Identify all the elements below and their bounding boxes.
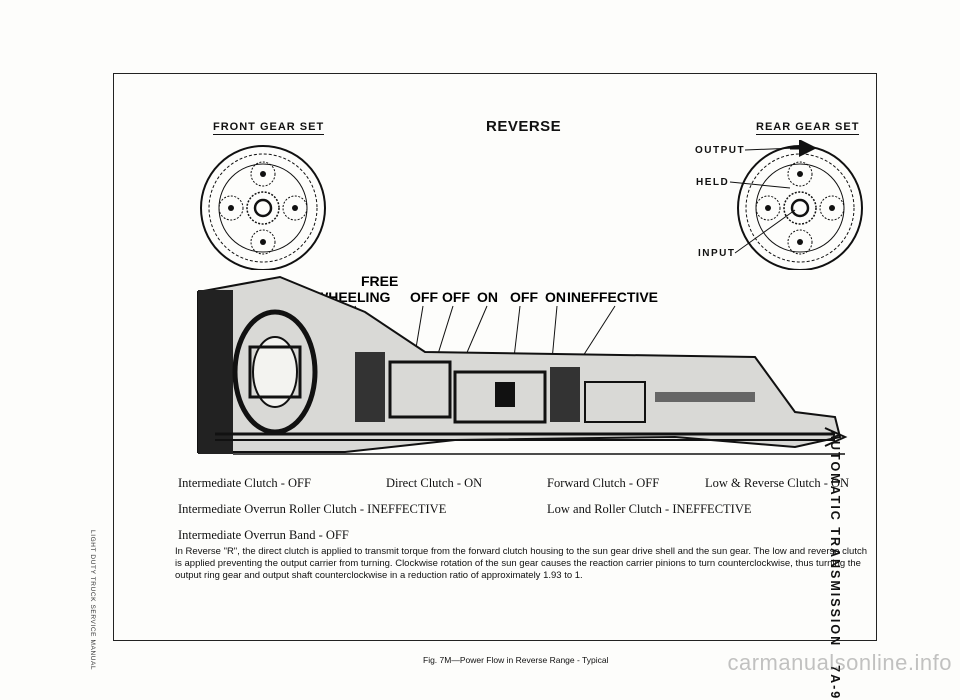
state-label-6: INEFFECTIVE [567,289,658,305]
rear-gear-set-diagram [737,140,863,270]
status-low-reverse-clutch: Low & Reverse Clutch - ON [705,476,850,490]
front-gear-set-heading: FRONT GEAR SET [213,121,325,135]
status-intermediate-overrun-roller-clutch: Intermediate Overrun Roller Clutch - INE… [178,502,447,516]
state-label-1: OFF [410,289,438,305]
rear-gear-set-heading: REAR GEAR SET [756,121,860,135]
state-label-4: OFF [510,289,538,305]
manual-side-label: LIGHT DUTY TRUCK SERVICE MANUAL [89,530,96,671]
status-intermediate-overrun-band: Intermediate Overrun Band - OFF [178,528,349,542]
status-intermediate-clutch: Intermediate Clutch - OFF [178,476,311,490]
description-paragraph: In Reverse "R", the direct clutch is app… [175,546,867,581]
state-label-2: OFF [442,289,470,305]
watermark: carmanualsonline.info [727,650,952,675]
input-label: INPUT [698,248,736,259]
front-gear-set-diagram [200,145,326,270]
transmission-cross-section: FREE WHEELING OFF OFF ON OFF ON INEFFECT… [197,273,848,455]
held-label: HELD [696,177,730,188]
output-label: OUTPUT [695,145,746,156]
status-direct-clutch: Direct Clutch - ON [386,476,483,490]
state-label-5: ON [545,289,566,305]
rear-gear-leader-lines [729,147,796,254]
page-title: REVERSE [486,118,562,135]
free-label: FREE [361,273,398,289]
status-forward-clutch: Forward Clutch - OFF [547,476,660,490]
section-title: AUTOMATIC TRANSMISSION [828,430,842,648]
figure-frame [113,73,877,641]
figure-caption: Fig. 7M—Power Flow in Reverse Range - Ty… [423,655,609,665]
state-label-3: ON [477,289,498,305]
status-low-roller-clutch: Low and Roller Clutch - INEFFECTIVE [547,502,752,516]
